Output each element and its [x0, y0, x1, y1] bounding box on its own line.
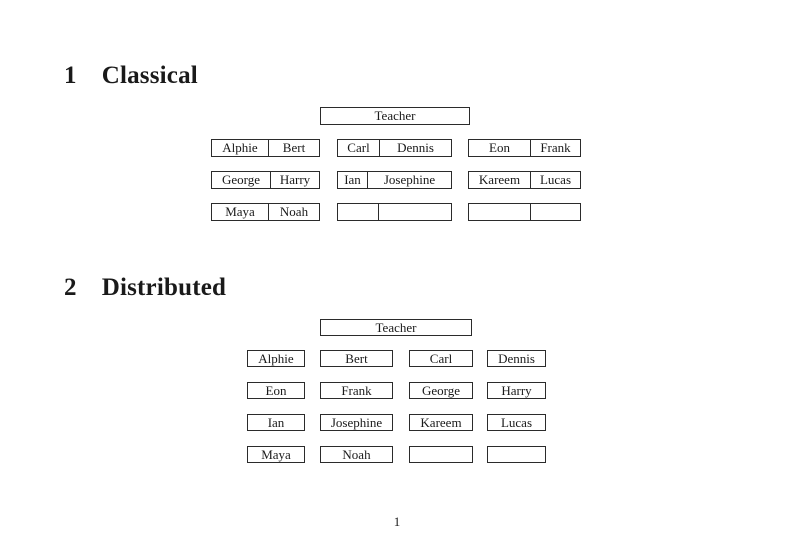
desk: Carl Dennis	[337, 139, 452, 157]
section-heading-classical: 1 Classical	[64, 63, 198, 88]
seat-box: Noah	[320, 446, 393, 463]
section-number: 2	[64, 274, 77, 301]
desk-seat-right: Frank	[540, 140, 571, 155]
desk-seat-left: Kareem	[469, 172, 531, 188]
desk: Ian Josephine	[337, 171, 452, 189]
desk-seat-left	[338, 204, 379, 220]
desk: Kareem Lucas	[468, 171, 581, 189]
seat-box	[487, 446, 546, 463]
desk-seat-right: Noah	[279, 204, 309, 219]
desk-seat-left: Alphie	[212, 140, 269, 156]
seat-box: Maya	[247, 446, 305, 463]
seat-box	[409, 446, 473, 463]
desk: Eon Frank	[468, 139, 581, 157]
seat-box: Lucas	[487, 414, 546, 431]
seat-box: Carl	[409, 350, 473, 367]
seat-box: Frank	[320, 382, 393, 399]
desk: Maya Noah	[211, 203, 320, 221]
desk-seat-left: Eon	[469, 140, 531, 156]
desk-seat-right: Harry	[279, 172, 311, 187]
desk: Alphie Bert	[211, 139, 320, 157]
teacher-box: Teacher	[320, 319, 472, 336]
section-number: 1	[64, 62, 77, 89]
section-heading-distributed: 2 Distributed	[64, 275, 226, 300]
desk	[468, 203, 581, 221]
seat-box: Dennis	[487, 350, 546, 367]
desk-seat-left	[469, 204, 531, 220]
seat-box: Josephine	[320, 414, 393, 431]
desk-seat-left: George	[212, 172, 271, 188]
desk-seat-right: Lucas	[539, 172, 572, 187]
section-title: Distributed	[101, 274, 227, 301]
page-number: 1	[393, 514, 401, 529]
seat-box: George	[409, 382, 473, 399]
desk-seat-right	[531, 204, 580, 220]
section-title: Classical	[101, 62, 198, 89]
desk-seat-left: Carl	[338, 140, 380, 156]
seat-box: Ian	[247, 414, 305, 431]
seat-box: Harry	[487, 382, 546, 399]
seat-box: Alphie	[247, 350, 305, 367]
seat-box: Eon	[247, 382, 305, 399]
desk-seat-left: Maya	[212, 204, 269, 220]
seat-box: Bert	[320, 350, 393, 367]
desk-seat-right	[379, 204, 451, 220]
desk-seat-left: Ian	[338, 172, 368, 188]
teacher-box: Teacher	[320, 107, 470, 125]
desk-seat-right: Bert	[282, 140, 306, 155]
desk	[337, 203, 452, 221]
seat-box: Kareem	[409, 414, 473, 431]
desk-seat-right: Dennis	[397, 140, 434, 155]
desk: George Harry	[211, 171, 320, 189]
desk-seat-right: Josephine	[383, 172, 436, 187]
